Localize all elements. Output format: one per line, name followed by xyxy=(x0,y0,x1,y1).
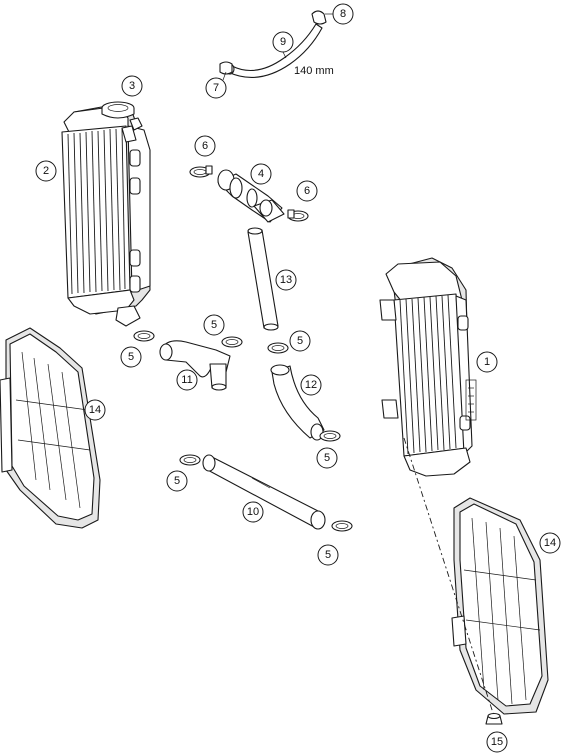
callout-7: 7 xyxy=(205,77,227,99)
callout-10: 10 xyxy=(242,501,264,523)
svg-text:5: 5 xyxy=(128,351,134,363)
left-radiator-fins xyxy=(67,127,126,295)
svg-text:6: 6 xyxy=(304,185,310,197)
coolant-hose-11 xyxy=(159,340,231,391)
callout-5-f: 5 xyxy=(317,544,339,566)
hose-clamp-5-a xyxy=(133,330,155,342)
callout-14-a: 14 xyxy=(84,399,106,421)
svg-text:15: 15 xyxy=(491,736,503,748)
hose-clamp-5-e xyxy=(179,454,201,466)
callout-4: 4 xyxy=(250,163,272,185)
svg-text:14: 14 xyxy=(544,537,556,549)
svg-text:9: 9 xyxy=(280,36,286,48)
right-radiator-guard xyxy=(451,497,549,715)
callout-1: 1 xyxy=(476,351,498,373)
coolant-y-piece xyxy=(217,169,285,223)
svg-text:12: 12 xyxy=(305,379,317,391)
hose-clamp-5-d xyxy=(319,430,341,442)
svg-text:4: 4 xyxy=(258,168,264,180)
callout-8: 8 xyxy=(332,3,354,25)
callout-12: 12 xyxy=(300,374,322,396)
svg-text:2: 2 xyxy=(43,165,49,177)
coolant-hose-12 xyxy=(270,364,325,441)
coolant-pipe xyxy=(247,227,279,331)
hose-clamp-5-b xyxy=(221,336,243,348)
svg-text:10: 10 xyxy=(247,506,259,518)
svg-text:6: 6 xyxy=(202,140,208,152)
callout-5-d: 5 xyxy=(316,447,338,469)
callout-6-b: 6 xyxy=(296,180,318,202)
callout-3: 3 xyxy=(121,75,143,97)
callout-5-a: 5 xyxy=(120,346,142,368)
svg-text:5: 5 xyxy=(211,319,217,331)
callout-5-e: 5 xyxy=(166,470,188,492)
callout-6-a: 6 xyxy=(194,135,216,157)
screw-15 xyxy=(485,712,503,725)
screw-alignment-line xyxy=(403,437,495,717)
svg-text:5: 5 xyxy=(325,549,331,561)
hose-clip-8 xyxy=(311,10,327,25)
hose-clip-7 xyxy=(219,61,233,75)
hose-clamp-6-left xyxy=(189,165,213,178)
right-radiator xyxy=(379,257,477,477)
svg-text:5: 5 xyxy=(174,475,180,487)
callout-5-c: 5 xyxy=(289,330,311,352)
hose-clamp-5-c xyxy=(267,342,289,354)
svg-text:1: 1 xyxy=(484,356,490,368)
callout-11: 11 xyxy=(176,369,198,391)
svg-text:3: 3 xyxy=(129,80,135,92)
right-radiator-fins xyxy=(399,294,457,455)
callout-9: 9 xyxy=(272,31,294,53)
left-radiator xyxy=(61,103,151,327)
svg-text:7: 7 xyxy=(213,82,219,94)
left-radiator-guard xyxy=(0,327,101,529)
hose-clamp-5-f xyxy=(331,520,353,532)
callout-13: 13 xyxy=(275,269,297,291)
hose-clamp-6-right xyxy=(287,209,309,222)
callout-5-b: 5 xyxy=(203,314,225,336)
coolant-hose-10 xyxy=(202,454,326,530)
svg-text:8: 8 xyxy=(340,8,346,20)
hose-length-label: 140 mm xyxy=(294,65,334,77)
right-radiator-label-plate xyxy=(465,379,477,421)
svg-text:14: 14 xyxy=(89,404,101,416)
svg-text:5: 5 xyxy=(297,335,303,347)
svg-text:13: 13 xyxy=(280,274,292,286)
callout-15: 15 xyxy=(486,731,508,753)
callout-14-b: 14 xyxy=(539,532,561,554)
svg-text:5: 5 xyxy=(324,452,330,464)
callout-2: 2 xyxy=(35,160,57,182)
svg-text:11: 11 xyxy=(181,374,192,386)
radiator-cap xyxy=(101,101,135,119)
